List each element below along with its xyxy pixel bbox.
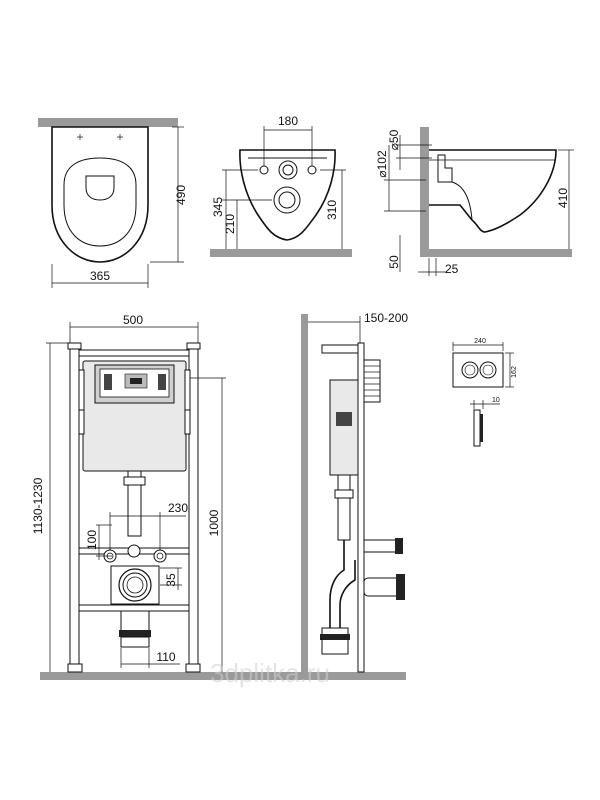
- frame-floor: [40, 672, 406, 680]
- dim-button-depth: 10: [492, 397, 500, 404]
- dim-side-inlet: ⌀50: [387, 129, 401, 150]
- frame-side-view: 150-200: [301, 311, 408, 680]
- dim-bowl-length: 490: [174, 185, 188, 205]
- dim-front-height-total: 345: [211, 197, 225, 217]
- flush-button-side: [473, 409, 481, 447]
- top-view-wall: [38, 118, 178, 127]
- side-cistern: [329, 379, 359, 476]
- dim-side-outlet: ⌀102: [375, 150, 389, 178]
- side-view-floor: [420, 249, 572, 257]
- dim-wall-depth: 150-200: [364, 311, 408, 325]
- side-upright: [357, 342, 365, 673]
- dim-hole-spacing: 180: [278, 114, 298, 128]
- top-view-bowl: 490 365: [38, 118, 188, 288]
- side-view-bowl: ⌀50 ⌀102 50 25 410: [375, 127, 574, 276]
- bowl-outline-front: [239, 149, 336, 241]
- dim-frame-width: 500: [123, 313, 143, 327]
- front-view-bowl: 180 345 210 310: [210, 114, 352, 257]
- dim-side-height: 410: [556, 188, 570, 208]
- flush-button-detail: 240 162 10: [452, 338, 518, 447]
- dim-bolt-height: 100: [85, 530, 99, 550]
- dim-bowl-width: 365: [90, 269, 110, 283]
- side-view-wall: [420, 127, 429, 257]
- dim-side-wall-offset: 25: [445, 262, 459, 276]
- dim-frame-floor-height: 1000: [207, 509, 221, 536]
- frame-left-upright: [69, 342, 80, 673]
- dim-drain-width: 110: [156, 650, 175, 664]
- dim-front-inlet-height: 210: [223, 214, 237, 234]
- bowl-outline-top: [51, 126, 149, 263]
- dim-front-outlet-height: 310: [325, 200, 339, 220]
- bowl-outline-side: [429, 149, 557, 233]
- dim-bolt-spacing: 230: [168, 501, 188, 515]
- bowl-rim-inner: [63, 157, 137, 247]
- dim-side-bottom: 50: [387, 255, 401, 269]
- watermark: 3dplitka.ru: [210, 658, 330, 688]
- dim-button-width: 240: [474, 338, 486, 345]
- bowl-hole-top: [85, 175, 115, 201]
- front-view-floor: [210, 249, 352, 257]
- flush-pipe: [127, 470, 142, 537]
- dim-outlet-offset: 35: [164, 573, 178, 587]
- side-button-plate: [363, 359, 381, 403]
- dim-frame-height: 1130-1230: [31, 477, 45, 534]
- side-wall: [301, 314, 308, 680]
- dim-button-height: 162: [511, 366, 518, 378]
- frame-front-view: 500 1130-1230 1000 230 100 35 110: [31, 313, 406, 680]
